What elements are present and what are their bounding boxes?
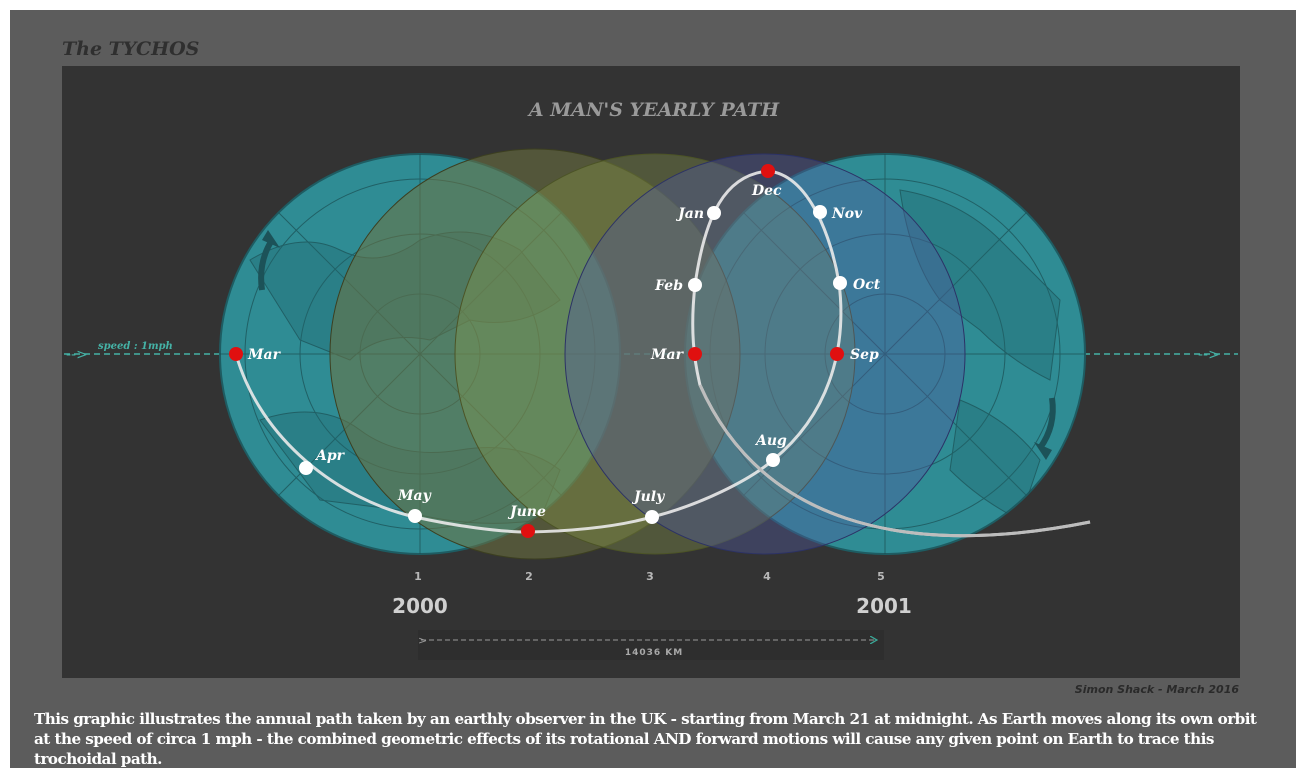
- speed-arrow-right: -->: [1198, 347, 1220, 363]
- month-marker-june-3: [521, 524, 535, 538]
- month-marker-feb-11: [688, 278, 702, 292]
- speed-label: speed : 1mph: [98, 341, 173, 352]
- month-label-apr-1: Apr: [314, 448, 346, 464]
- diagram-title: A MAN'S YEARLY PATH: [527, 99, 780, 121]
- orbit-tick-4: 4: [763, 570, 771, 583]
- month-label-oct-7: Oct: [853, 277, 881, 293]
- month-label-july-4: July: [631, 489, 665, 505]
- month-marker-oct-7: [833, 276, 847, 290]
- orbit-tick-1: 1: [414, 570, 422, 583]
- globe-overlay-green: [454, 153, 856, 555]
- month-label-dec-9: Dec: [751, 183, 782, 199]
- rotation-arrow-left-head: [262, 230, 280, 248]
- month-label-june-3: June: [507, 504, 546, 520]
- globe-overlay-blue: [564, 153, 966, 555]
- month-marker-nov-8: [813, 205, 827, 219]
- month-label-nov-8: Nov: [831, 206, 863, 222]
- month-label-mar-12: Mar: [650, 347, 685, 363]
- orbit-tick-5: 5: [877, 570, 885, 583]
- distance-arrow-tail: >: [418, 634, 427, 647]
- orbit-tick-2: 2: [525, 570, 533, 583]
- month-marker-may-2: [408, 509, 422, 523]
- brand-title: The TYCHOS: [62, 38, 200, 60]
- distance-label: 14036 KM: [625, 648, 683, 658]
- month-marker-aug-5: [766, 453, 780, 467]
- credit-line: Simon Shack - March 2016: [1074, 683, 1239, 696]
- month-label-aug-5: Aug: [754, 433, 787, 449]
- speed-arrow-left: -->: [66, 347, 88, 363]
- month-marker-apr-1: [299, 461, 313, 475]
- orbit-tick-3: 3: [646, 570, 654, 583]
- year-label-end: 2001: [856, 594, 912, 618]
- distance-band: [418, 630, 884, 660]
- month-marker-sep-6: [830, 347, 844, 361]
- yearly-path-continuation: [698, 384, 1091, 538]
- month-label-sep-6: Sep: [850, 347, 879, 363]
- year-label-start: 2000: [392, 594, 448, 618]
- month-marker-july-4: [645, 510, 659, 524]
- rotation-arrow-left: [258, 238, 275, 291]
- month-label-jan-10: Jan: [675, 206, 704, 222]
- month-marker-mar-0: [229, 347, 243, 361]
- rotation-arrow-right: [1037, 397, 1056, 450]
- month-marker-dec-9: [761, 164, 775, 178]
- month-marker-mar-12: [688, 347, 702, 361]
- month-label-mar-0: Mar: [247, 347, 282, 363]
- month-marker-jan-10: [707, 206, 721, 220]
- globe-2001: [684, 153, 1086, 555]
- rotation-arrow-right-head: [1034, 442, 1052, 460]
- month-label-may-2: May: [397, 488, 432, 504]
- globe-overlay-olive: [329, 148, 741, 560]
- caption-text: This graphic illustrates the annual path…: [34, 710, 1257, 768]
- month-label-feb-11: Feb: [654, 278, 683, 294]
